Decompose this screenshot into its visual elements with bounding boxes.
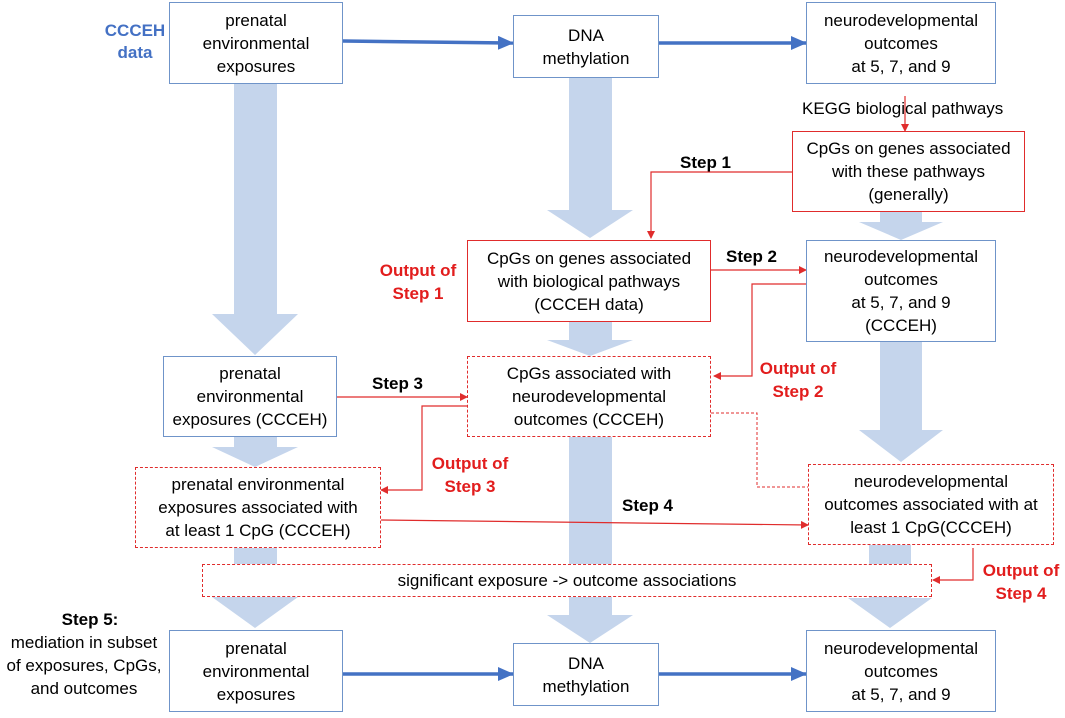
output4-label: Output of Step 4 xyxy=(982,561,1060,603)
outcomes-ccceh-box: neurodevelopmental outcomes at 5, 7, and… xyxy=(806,240,996,342)
arrow-output2 xyxy=(713,283,806,380)
output2-label: Output of Step 2 xyxy=(759,359,837,401)
bottom-exposures-box: prenatal environmental exposures xyxy=(169,630,343,712)
step2-label: Step 2 xyxy=(726,247,778,266)
significant-associations-box: significant exposure -> outcome associat… xyxy=(202,564,932,597)
arrow-step4 xyxy=(380,519,809,529)
arrow-step1 xyxy=(647,171,792,239)
step3-label: Step 3 xyxy=(372,374,424,393)
wide-arrow-outcomes-2 xyxy=(859,342,943,462)
wide-arrow-outcomes-1 xyxy=(859,212,943,240)
pathway-cpgs-ccceh-box: CpGs on genes associated with biological… xyxy=(467,240,711,322)
step5-description: mediation in subset of exposures, CpGs, … xyxy=(6,633,162,698)
wide-arrow-exposures-2 xyxy=(212,437,298,467)
wide-arrow-methylation-3 xyxy=(547,437,633,643)
step1-label: Step 1 xyxy=(680,153,732,172)
wide-arrow-methylation-1 xyxy=(547,78,633,238)
pathway-cpgs-general-box: CpGs on genes associated with these path… xyxy=(792,131,1025,212)
kegg-label: KEGG biological pathways xyxy=(802,99,1004,118)
bottom-methylation-box: DNA methylation xyxy=(513,643,659,706)
wide-arrow-exposures-1 xyxy=(212,84,298,355)
step5-title: Step 5: xyxy=(61,610,119,629)
red-step-arrows xyxy=(337,96,974,584)
arrow-output4 xyxy=(932,548,974,584)
step4-label: Step 4 xyxy=(622,496,674,515)
dashed-connector xyxy=(711,412,810,488)
ccceh-data-label: CCCEH data xyxy=(104,21,166,62)
output3-label: Output of Step 3 xyxy=(431,454,509,496)
wide-arrow-methylation-2 xyxy=(547,322,633,356)
blue-flow-arrows xyxy=(342,35,807,681)
top-methylation-box: DNA methylation xyxy=(513,15,659,78)
arrow-output3 xyxy=(380,405,467,494)
bottom-outcomes-box: neurodevelopmental outcomes at 5, 7, and… xyxy=(806,630,996,712)
output1-label: Output of Step 1 xyxy=(379,261,457,303)
arrow-top-exposure-to-methylation xyxy=(342,35,514,50)
top-outcomes-box: neurodevelopmental outcomes at 5, 7, and… xyxy=(806,2,996,84)
exposures-ccceh-box: prenatal environmental exposures (CCCEH) xyxy=(163,356,337,437)
cpgs-assoc-outcomes-box: CpGs associated with neurodevelopmental … xyxy=(467,356,711,437)
exposures-assoc-cpg-box: prenatal environmental exposures associa… xyxy=(135,467,381,548)
top-exposures-box: prenatal environmental exposures xyxy=(169,2,343,84)
outcomes-assoc-cpg-box: neurodevelopmental outcomes associated w… xyxy=(808,464,1054,545)
